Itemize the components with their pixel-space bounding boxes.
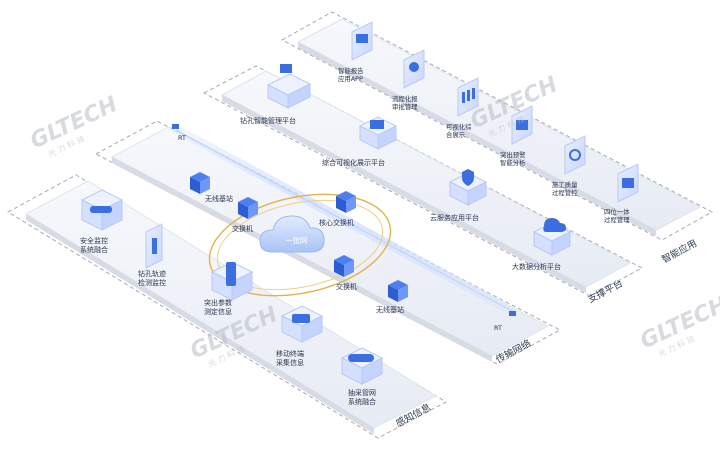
switch-bottom: 交换机 [334, 255, 357, 291]
cloud-network: 一张网 [259, 215, 325, 253]
svg-text:应用APP: 应用APP [338, 74, 363, 83]
layer-box-smart-apps [280, 11, 714, 241]
wireless-base-station-bottom: 无线基站 [376, 280, 408, 314]
platform-big-data: 大数据分析平台 [512, 218, 572, 271]
app-card-1: 智能报告 应用APP [338, 21, 373, 83]
svg-text:突出参数: 突出参数 [204, 298, 232, 307]
svg-text:智能报告: 智能报告 [338, 66, 364, 75]
svg-text:交换机: 交换机 [336, 282, 357, 291]
svg-text:钻孔轨迹: 钻孔轨迹 [138, 269, 166, 278]
svg-text:施工质量: 施工质量 [552, 180, 578, 189]
svg-text:钻孔智能管理平台: 钻孔智能管理平台 [240, 116, 296, 125]
svg-text:系统融合: 系统融合 [348, 397, 376, 406]
svg-text:流程化报: 流程化报 [392, 94, 418, 103]
sensor-pad [24, 180, 438, 434]
svg-text:无线基站: 无线基站 [376, 305, 404, 314]
layer-label-smart-apps: 智能应用 [660, 237, 699, 265]
sensor-gas-pipeline: 抽采管网 系统融合 [340, 347, 384, 406]
app-card-6: 四位一体 过程管理 [604, 163, 639, 224]
app-card-4: 突出预警 智能分析 [500, 105, 533, 167]
svg-text:安全监控: 安全监控 [80, 236, 108, 245]
rt-endpoint-bottom: RT [494, 311, 516, 332]
svg-text:审批管理: 审批管理 [392, 102, 418, 111]
svg-text:交换机: 交换机 [232, 224, 253, 233]
svg-text:一张网: 一张网 [285, 236, 308, 245]
svg-text:突出预警: 突出预警 [500, 150, 526, 159]
platform-cloud-service: 云服务应用平台 [430, 169, 488, 222]
svg-text:RT: RT [494, 324, 502, 332]
platform-visualization: 综合可视化展示平台 [322, 116, 398, 167]
watermark-logo-1: GLTECH 光 力 科 技 [27, 92, 122, 159]
svg-text:测定信息: 测定信息 [204, 307, 232, 316]
svg-text:核心交换机: 核心交换机 [319, 218, 354, 227]
rt-endpoint-top: RT [172, 124, 186, 142]
network-pad [110, 126, 550, 362]
svg-text:系统融合: 系统融合 [80, 245, 108, 254]
orbit-ring-inner [216, 199, 384, 291]
svg-text:抽采管网: 抽采管网 [348, 388, 376, 397]
watermark-logo-4: GLTECH 光 力 科 技 [637, 292, 720, 359]
svg-text:四位一体: 四位一体 [604, 207, 630, 216]
platform-drilling-management: 钻孔智能管理平台 [240, 64, 312, 125]
svg-text:合展示: 合展示 [446, 130, 466, 139]
app-card-2: 流程化报 审批管理 [392, 49, 425, 111]
svg-text:过程管控: 过程管控 [552, 188, 578, 197]
app-card-3: 可视化综 合展示 [446, 77, 479, 139]
sensor-safety-monitoring: 安全监控 系统融合 [80, 189, 124, 254]
svg-text:综合可视化展示平台: 综合可视化展示平台 [322, 158, 385, 167]
switch-left: 交换机 [232, 197, 258, 233]
orbit-ring-outer [208, 193, 392, 297]
sensor-drilling-trajectory: 钻孔轨迹 检测监控 [138, 223, 166, 287]
core-switch: 核心交换机 [319, 191, 356, 227]
svg-text:过程管理: 过程管理 [604, 215, 630, 224]
app-card-5: 施工质量 过程管控 [552, 135, 586, 197]
svg-text:采集信息: 采集信息 [276, 358, 304, 367]
layer-box-perception [6, 174, 448, 439]
platform-pad [220, 70, 632, 293]
wireless-base-station-top: 无线基站 [190, 172, 233, 203]
svg-text:可视化综: 可视化综 [446, 122, 472, 131]
svg-text:大数据分析平台: 大数据分析平台 [512, 262, 561, 271]
svg-text:智能分析: 智能分析 [500, 158, 526, 167]
svg-text:无线基站: 无线基站 [205, 194, 233, 203]
network-bus [172, 127, 520, 315]
svg-text:云服务应用平台: 云服务应用平台 [430, 213, 479, 222]
svg-text:RT: RT [178, 134, 186, 142]
apps-pad [296, 18, 702, 236]
sensor-outburst-parameters: 突出参数 测定信息 [204, 261, 254, 316]
svg-text:移动终端: 移动终端 [276, 349, 304, 358]
svg-text:检测监控: 检测监控 [138, 278, 166, 287]
sensor-mobile-terminal: 移动终端 采集信息 [276, 305, 324, 367]
